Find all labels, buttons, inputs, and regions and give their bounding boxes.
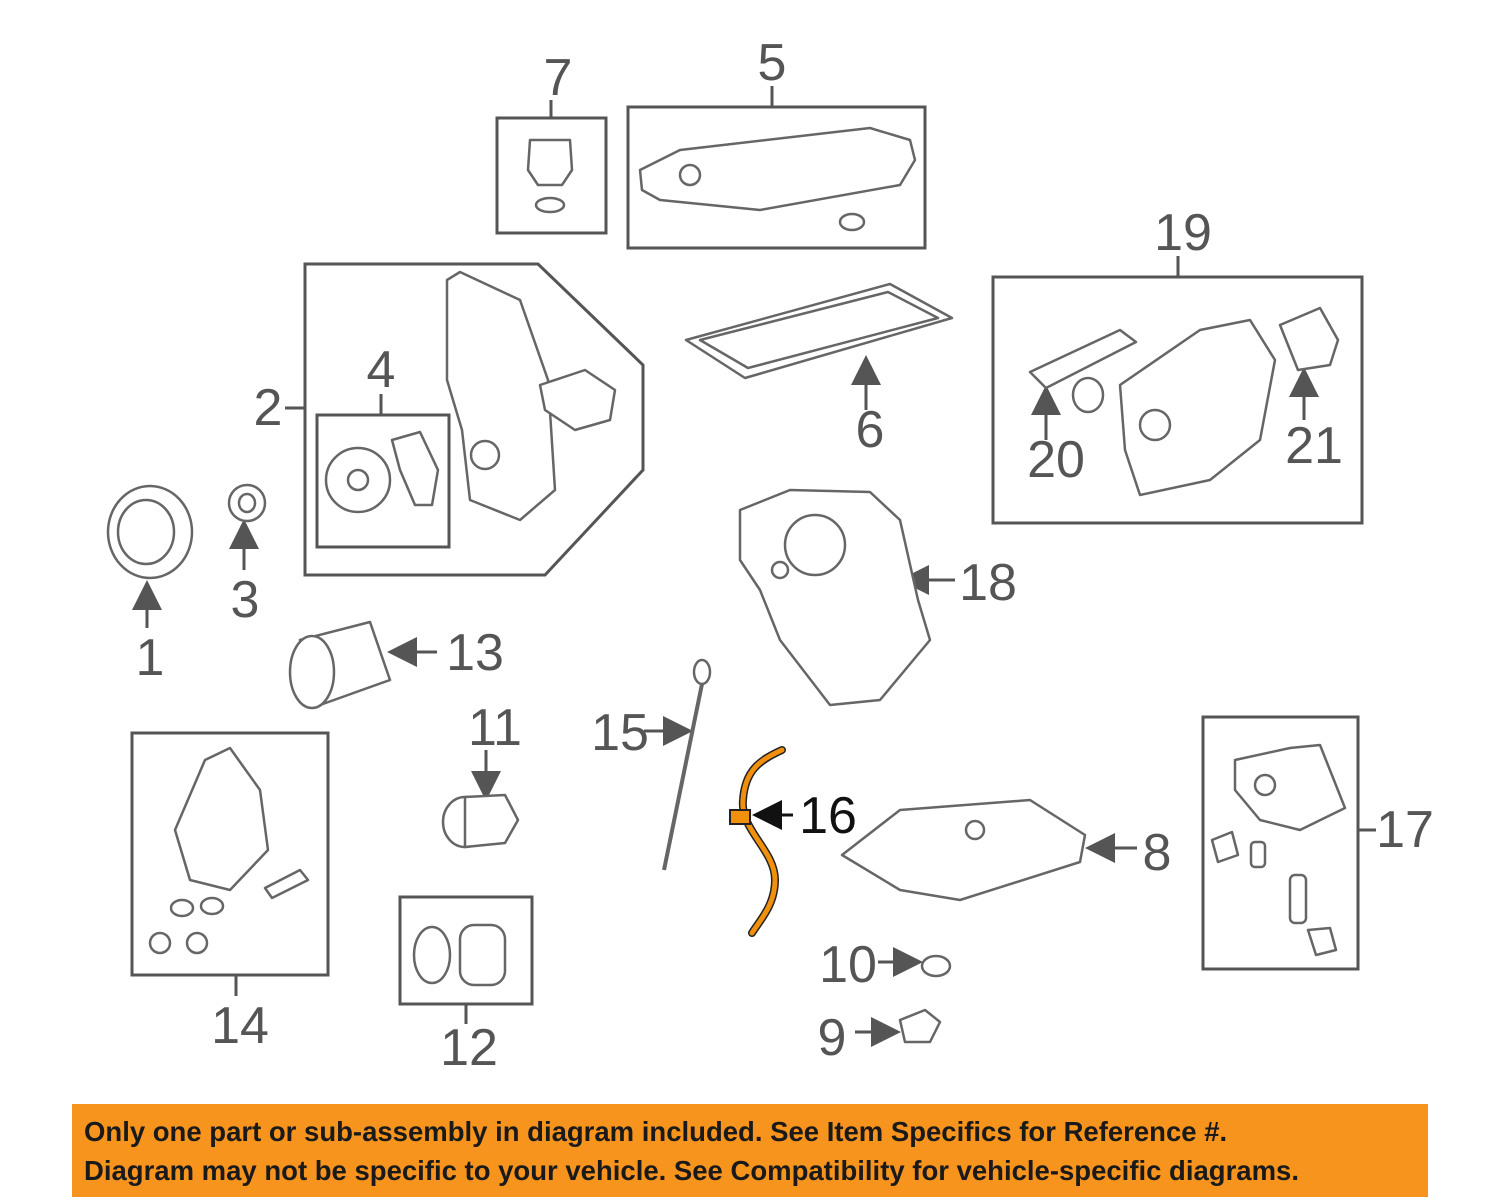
callout-7: 7 (544, 49, 573, 107)
callout-9: 9 (818, 1009, 847, 1067)
callout-19: 19 (1154, 204, 1212, 262)
callout-16: 16 (799, 787, 857, 845)
callout-6: 6 (856, 401, 885, 459)
disclaimer-banner: Only one part or sub-assembly in diagram… (72, 1104, 1428, 1197)
callout-12: 12 (440, 1019, 498, 1077)
callout-10: 10 (819, 936, 877, 994)
callout-2: 2 (254, 379, 283, 437)
callout-5: 5 (758, 34, 787, 92)
part-9-drain-plug (898, 1008, 942, 1044)
callout-3: 3 (231, 571, 260, 629)
callout-1: 1 (136, 629, 165, 687)
callout-8: 8 (1143, 824, 1172, 882)
part-14-oil-pump-kit (148, 746, 310, 955)
callout-14: 14 (211, 997, 269, 1055)
part-15-dipstick (662, 658, 712, 871)
callout-20: 20 (1027, 431, 1085, 489)
box-part-17 (1201, 715, 1360, 971)
callout-labels: 7 5 19 2 4 6 20 21 18 1 3 13 11 15 16 8 … (136, 34, 1434, 1077)
part-16-dipstick-tube[interactable] (729, 746, 786, 937)
part-17-oil-control-valve (1210, 743, 1347, 957)
callout-17: 17 (1376, 801, 1434, 859)
part-3-seal (227, 483, 267, 523)
part-18-oil-pump (738, 488, 932, 707)
callout-18: 18 (959, 554, 1017, 612)
part-7-oil-filler-cap (526, 138, 574, 214)
box-part-14 (130, 731, 330, 977)
part-11-filter-housing (441, 793, 520, 849)
part-6-gasket (684, 282, 954, 380)
callout-21: 21 (1285, 417, 1343, 475)
callout-4: 4 (367, 341, 396, 399)
callout-15: 15 (591, 704, 649, 762)
callout-11: 11 (468, 699, 522, 757)
part-8-oil-pan (840, 798, 1087, 902)
disclaimer-line-2: Diagram may not be specific to your vehi… (84, 1155, 1299, 1186)
part-19-intake-manifold (1028, 306, 1340, 497)
disclaimer-line-1: Only one part or sub-assembly in diagram… (84, 1116, 1228, 1147)
part-5-valve-cover (638, 126, 917, 232)
box-part-5 (626, 105, 927, 250)
leader-lines (132, 86, 1376, 1047)
part-13-oil-filter (288, 620, 392, 710)
callout-13: 13 (446, 624, 504, 682)
part-4-water-pump (324, 430, 440, 514)
box-part-2 (303, 262, 645, 577)
part-1-crankshaft-pulley (106, 484, 194, 580)
part-12-filter-element (412, 923, 507, 987)
part-10-washer (920, 954, 952, 978)
part-2-timing-cover (445, 270, 617, 522)
box-part-4 (315, 413, 451, 549)
